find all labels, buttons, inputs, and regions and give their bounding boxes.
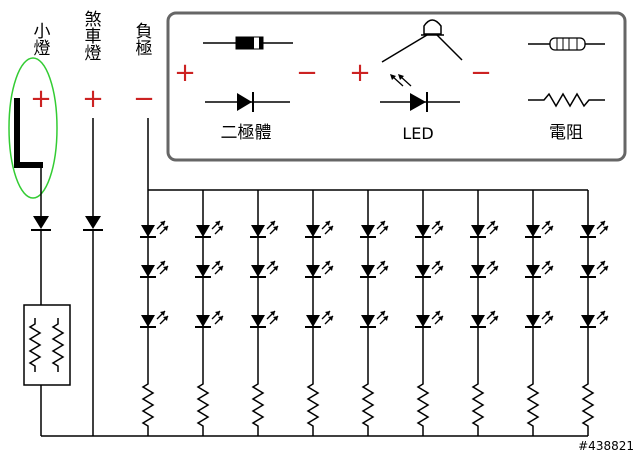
- led: [414, 260, 444, 278]
- legend-plus-left: +: [174, 58, 196, 88]
- resistor: [582, 377, 594, 433]
- led: [139, 310, 169, 328]
- resistor: [362, 377, 374, 433]
- led: [524, 260, 554, 278]
- brake-light-plus: +: [82, 84, 104, 114]
- led-label: LED: [402, 124, 433, 143]
- negative-minus: −: [133, 84, 155, 114]
- led: [304, 260, 334, 278]
- led: [194, 260, 224, 278]
- led: [249, 260, 279, 278]
- watermark: #438821: [578, 439, 634, 453]
- led-column: [304, 190, 334, 436]
- led-column: [139, 190, 169, 436]
- led: [139, 260, 169, 278]
- brake-light-diode: [85, 216, 101, 229]
- diode-label: 二極體: [221, 123, 272, 143]
- led-column: [579, 190, 609, 436]
- legend-minus-right: −: [470, 58, 492, 88]
- led: [469, 220, 499, 238]
- resistor-physical-symbol: [528, 37, 605, 51]
- resistor: [417, 377, 429, 433]
- resistor: [197, 377, 209, 433]
- diode-symbol: [203, 36, 293, 50]
- led: [469, 310, 499, 328]
- legend-box: [166, 11, 627, 162]
- led: [414, 310, 444, 328]
- led-column: [469, 190, 499, 436]
- led: [249, 220, 279, 238]
- small-light-diode: [33, 216, 49, 229]
- resistor: [527, 377, 539, 433]
- resistor: [307, 377, 319, 433]
- led: [579, 310, 609, 328]
- legend-plus-right: +: [349, 58, 371, 88]
- led: [304, 220, 334, 238]
- small-light-label: 小燈: [33, 22, 51, 59]
- resistor-schematic-symbol: [528, 92, 605, 108]
- highlight-ellipse: [8, 57, 58, 199]
- led: [194, 310, 224, 328]
- resistor: [472, 377, 484, 433]
- led: [579, 220, 609, 238]
- led: [359, 220, 389, 238]
- led-column: [194, 190, 224, 436]
- led-array: [139, 190, 609, 436]
- led: [359, 260, 389, 278]
- led: [524, 310, 554, 328]
- small-light-plus: +: [30, 84, 52, 114]
- led-physical-symbol: [381, 19, 463, 63]
- led-column: [359, 190, 389, 436]
- led: [304, 310, 334, 328]
- led: [139, 220, 169, 238]
- led: [249, 310, 279, 328]
- diode-schematic-symbol: [205, 92, 290, 112]
- led: [524, 220, 554, 238]
- resistor: [142, 377, 154, 433]
- l-mark: [14, 98, 43, 168]
- led-schematic-symbol: [380, 74, 460, 112]
- led: [579, 260, 609, 278]
- led: [469, 260, 499, 278]
- led: [194, 220, 224, 238]
- resistor-label: 電阻: [549, 123, 583, 143]
- led: [414, 220, 444, 238]
- brake-light-label: 煞車燈: [84, 10, 102, 64]
- led: [359, 310, 389, 328]
- resistor: [252, 377, 264, 433]
- negative-label: 負極: [135, 22, 153, 59]
- led-column: [524, 190, 554, 436]
- led-column: [249, 190, 279, 436]
- led-column: [414, 190, 444, 436]
- legend-minus-left: −: [296, 58, 318, 88]
- parallel-resistors: [23, 304, 71, 386]
